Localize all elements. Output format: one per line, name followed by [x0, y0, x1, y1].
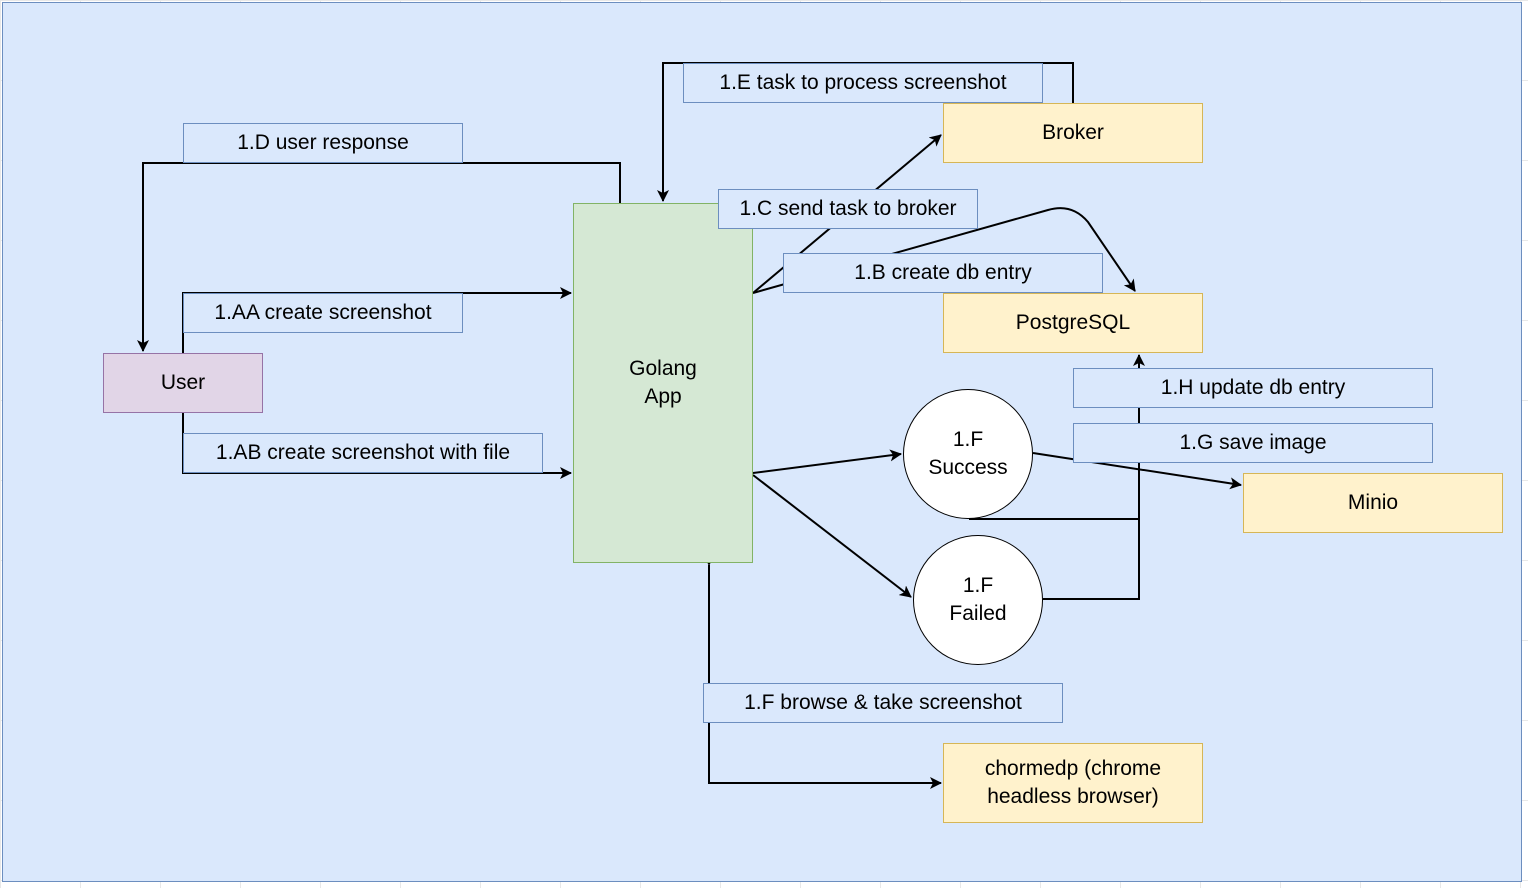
- postgresql-label: PostgreSQL: [1015, 311, 1131, 334]
- success-label: 1.F Success: [928, 428, 1008, 479]
- label-browse-screenshot: 1.F browse & take screenshot: [703, 683, 1063, 723]
- postgresql-node[interactable]: PostgreSQL: [943, 293, 1203, 353]
- edge-save-image: [1032, 452, 1242, 490]
- chromedp-label: chormedp (chrome headless browser): [984, 757, 1162, 808]
- failed-label: 1.F Failed: [949, 574, 1007, 625]
- broker-label: Broker: [1042, 121, 1104, 144]
- failed-node[interactable]: 1.F Failed: [913, 535, 1043, 665]
- user-label: User: [160, 371, 206, 394]
- golang-app-node[interactable]: Golang App: [573, 203, 753, 563]
- label-create-screenshot: 1.AA create screenshot: [183, 293, 463, 333]
- user-node[interactable]: User: [103, 353, 263, 413]
- edge-app-failed: [752, 474, 912, 598]
- label-create-screenshot-file: 1.AB create screenshot with file: [183, 433, 543, 473]
- label-task-to-process: 1.E task to process screenshot: [683, 63, 1043, 103]
- success-node[interactable]: 1.F Success: [903, 389, 1033, 519]
- minio-node[interactable]: Minio: [1243, 473, 1503, 533]
- label-create-db-entry: 1.B create db entry: [783, 253, 1103, 293]
- edge-user-response: [137, 162, 621, 352]
- edge-failed-update-db: [1043, 519, 1140, 600]
- label-user-response: 1.D user response: [183, 123, 463, 163]
- golang-app-label: Golang App: [629, 357, 697, 408]
- label-update-db-entry: 1.H update db entry: [1073, 368, 1433, 408]
- minio-label: Minio: [1347, 491, 1399, 514]
- edge-app-success: [752, 449, 902, 474]
- edge-create-db-entry: [752, 207, 1136, 294]
- chromedp-node[interactable]: chormedp (chrome headless browser): [943, 743, 1203, 823]
- broker-node[interactable]: Broker: [943, 103, 1203, 163]
- label-send-task-broker: 1.C send task to broker: [718, 189, 978, 229]
- label-save-image: 1.G save image: [1073, 423, 1433, 463]
- edge-browse-screenshot: [703, 554, 942, 789]
